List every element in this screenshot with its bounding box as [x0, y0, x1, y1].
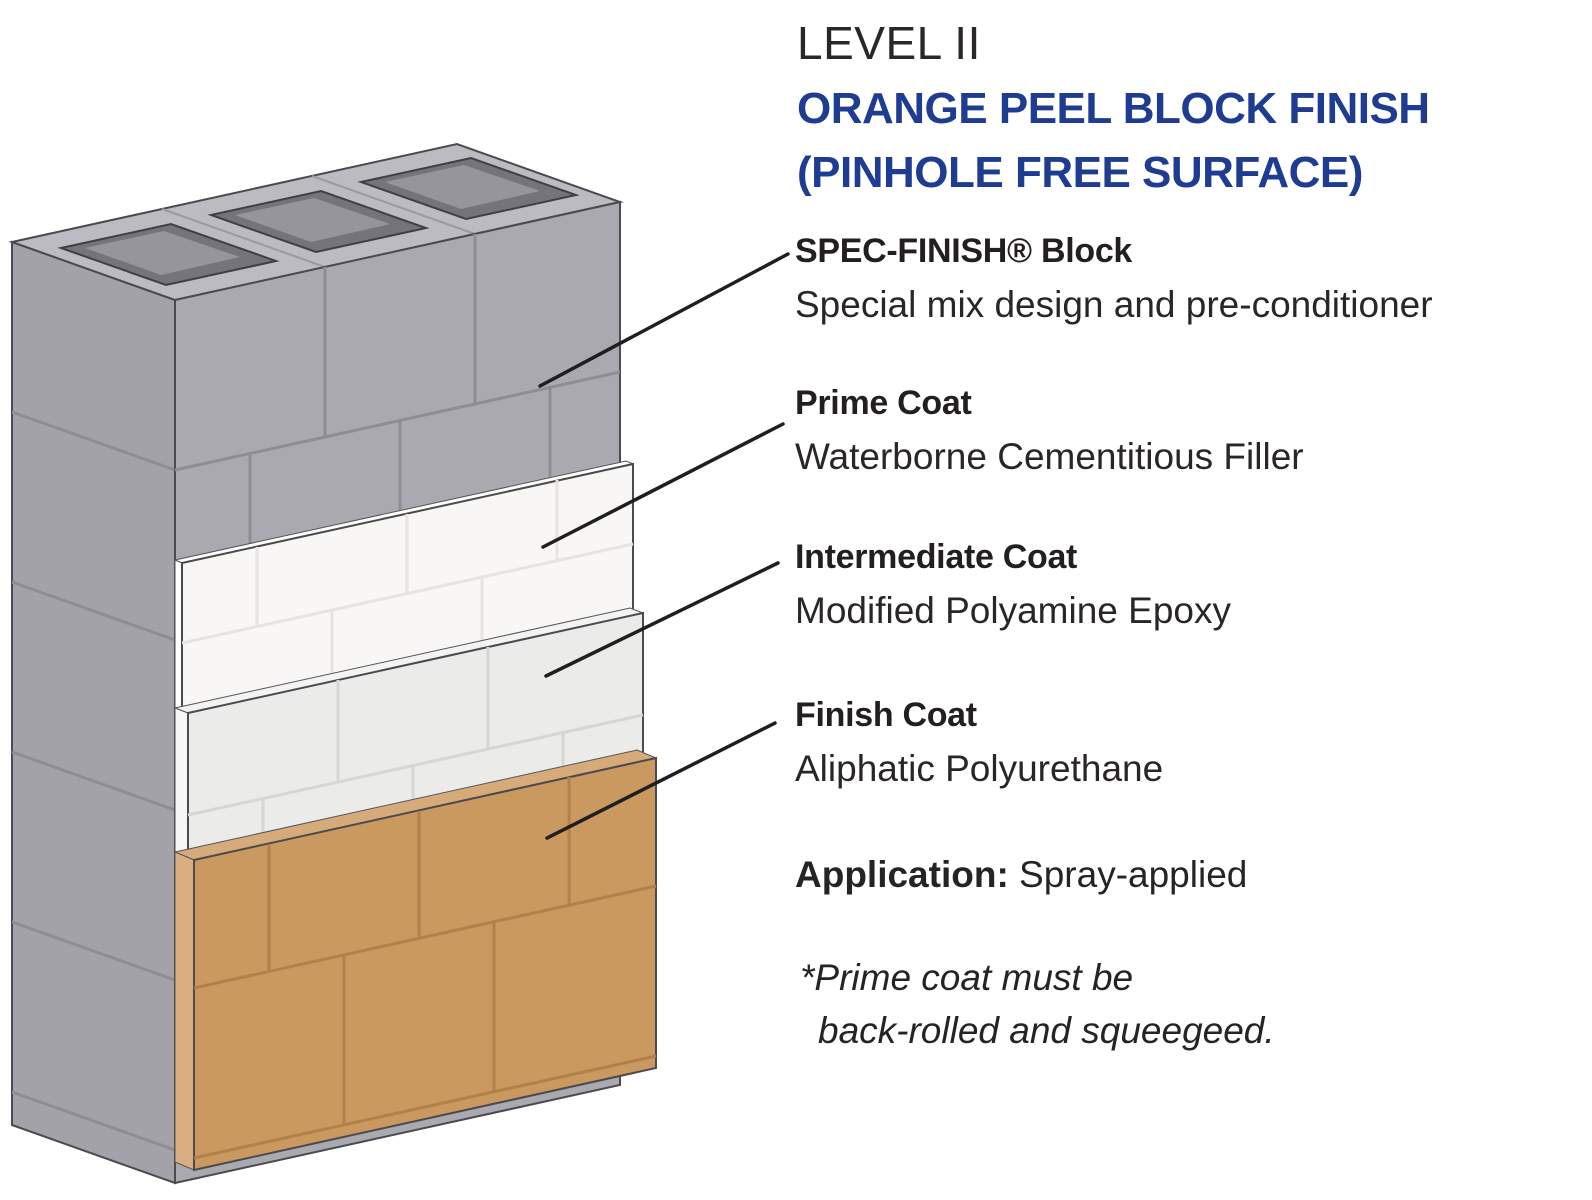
callout-intermediate-coat: Intermediate Coat Modified Polyamine Epo…: [795, 538, 1555, 632]
callout-heading: Finish Coat: [795, 696, 977, 734]
callout-heading: SPEC-FINISH® Block: [795, 232, 1133, 270]
application-label: Application:: [795, 854, 1009, 895]
wall-left-face: [11, 240, 176, 1185]
callout-prime-coat: Prime Coat Waterborne Cementitious Fille…: [795, 384, 1555, 478]
title-level: LEVEL II: [797, 17, 981, 69]
application-value: Spray-applied: [1008, 854, 1248, 895]
footnote: *Prime coat must be back-rolled and sque…: [800, 952, 1275, 1057]
title-surface-note: (PINHOLE FREE SURFACE): [797, 148, 1363, 197]
title-finish-name: ORANGE PEEL BLOCK FINISH: [797, 84, 1430, 133]
callout-desc: Aliphatic Polyurethane: [795, 748, 1164, 789]
callout-finish-coat: Finish Coat Aliphatic Polyurethane: [795, 696, 1555, 790]
application-note: Application: Spray-applied: [795, 854, 1247, 896]
prime-coat-layer: [173, 460, 635, 717]
callout-heading: Prime Coat: [795, 384, 972, 422]
callout-spec-finish-block: SPEC-FINISH® Block Special mix design an…: [795, 232, 1555, 326]
callout-heading: Intermediate Coat: [795, 538, 1078, 576]
callout-desc: Waterborne Cementitious Filler: [795, 436, 1304, 477]
leader-line-spec-finish-block: [538, 252, 790, 388]
leader-line-finish-coat: [545, 721, 777, 840]
callout-desc: Modified Polyamine Epoxy: [795, 590, 1231, 631]
wall-top-face: [8, 142, 624, 302]
intermediate-coat-layer: [173, 607, 645, 865]
callout-desc: Special mix design and pre-conditioner: [795, 284, 1433, 325]
leader-line-intermediate-coat: [544, 561, 780, 678]
leader-line-prime-coat: [541, 422, 785, 549]
block-cell-1: [57, 222, 280, 287]
block-cell-3: [357, 156, 580, 221]
footnote-line-2: back-rolled and squeegeed.: [818, 1009, 1275, 1051]
block-cell-2: [207, 189, 430, 254]
footnote-line-1: *Prime coat must be: [800, 957, 1134, 998]
finish-coat-layer: [173, 749, 658, 1172]
